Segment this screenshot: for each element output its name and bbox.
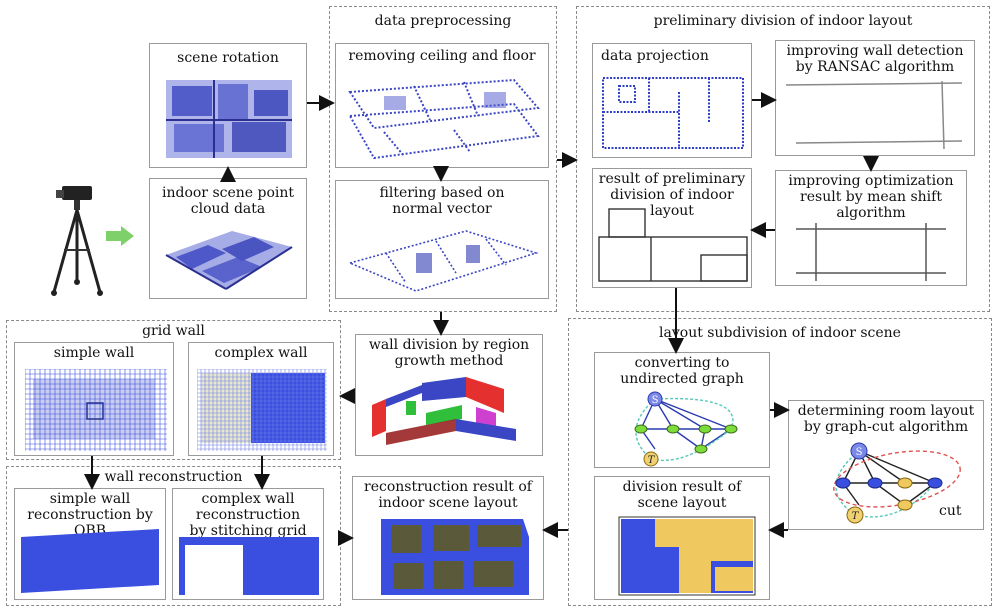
graph-cut-box: determining room layout by graph-cut alg…	[788, 400, 984, 530]
meanshift-lines-image	[796, 223, 946, 281]
rotated-point-cloud-image	[166, 80, 292, 158]
obb-reconstruction-box: simple wall reconstruction by OBB	[14, 488, 166, 600]
projection-image	[602, 77, 744, 149]
indoor-scene-label-1: indoor scene point	[161, 185, 295, 201]
converting-graph-box: converting to undirected graph S T	[594, 352, 770, 468]
filtered-cloud-image	[347, 230, 539, 292]
removing-ceiling-box: removing ceiling and floor	[335, 43, 549, 168]
data-projection-label: data projection	[601, 48, 709, 64]
scene-rotation-box: scene rotation	[149, 43, 307, 168]
cut-label: cut	[939, 503, 962, 519]
source-node-label-2: S	[856, 447, 863, 458]
ransac-label-1: improving wall detection	[786, 43, 964, 59]
division-label-1: division result of	[622, 479, 742, 495]
complex-wall-label: complex wall	[214, 345, 308, 361]
data-preprocessing-title: data preprocessing	[374, 13, 512, 29]
converting-label-1: converting to	[634, 355, 730, 371]
data-preprocessing-group: data preprocessing	[329, 6, 557, 312]
meanshift-label-2: result by mean shift	[800, 189, 942, 205]
simple-wall-grid-image	[25, 369, 167, 451]
data-projection-box: data projection	[592, 43, 752, 158]
wall-reconstruction-title: wall reconstruction	[104, 469, 243, 485]
recon-scene-image	[381, 519, 529, 595]
stitch-wall-image	[179, 537, 319, 595]
ransac-lines-image	[786, 81, 963, 150]
scene-rotation-label: scene rotation	[177, 50, 279, 66]
removing-ceiling-label: removing ceiling and floor	[348, 48, 536, 64]
region-growth-label-2: growth method	[394, 353, 504, 369]
scanner-tripod-icon	[51, 186, 103, 296]
prelim-result-label-2: division of indoor layout	[610, 187, 734, 219]
simple-wall-opening	[86, 402, 104, 420]
ceiling-removed-cloud-image	[348, 78, 540, 160]
region-growth-image	[372, 377, 516, 445]
meanshift-box: improving optimization result by mean sh…	[775, 170, 967, 286]
stitch-reconstruction-box: complex wall reconstruction by stitching…	[172, 488, 324, 600]
indoor-point-cloud-image	[165, 231, 293, 290]
indoor-scene-box: indoor scene point cloud data	[149, 178, 307, 299]
simple-wall-label: simple wall	[53, 345, 135, 361]
obb-wall-image	[21, 529, 159, 593]
recon-result-label-2: indoor scene layout	[378, 495, 518, 511]
filtering-label-1: filtering based on	[379, 185, 505, 201]
complex-wall-grid-image	[197, 369, 327, 451]
undirected-graph-image: S T	[634, 391, 738, 467]
prelim-result-box: result of preliminary division of indoor…	[592, 168, 752, 288]
filtering-box: filtering based on normal vector	[335, 180, 549, 299]
indoor-scene-label-2: cloud data	[190, 201, 266, 217]
graphcut-label-1: determining room layout	[797, 403, 975, 419]
graphcut-label-2: by graph-cut algorithm	[803, 419, 969, 435]
sink-node-label-2: T	[852, 511, 860, 522]
layout-subdivision-group: layout subdivision of indoor scene	[568, 318, 992, 606]
stitch-label-1: complex wall	[201, 491, 295, 507]
green-arrow-icon	[106, 226, 134, 246]
converting-label-2: undirected graph	[620, 371, 744, 387]
division-result-box: division result of scene layout	[594, 476, 770, 600]
stitch-label-2: reconstruction	[195, 507, 301, 523]
source-node-label: S	[652, 395, 659, 406]
region-growth-label-1: wall division by region	[368, 337, 530, 353]
complex-wall-solid	[251, 373, 325, 443]
sink-node-label: T	[648, 455, 656, 466]
simple-wall-box: simple wall	[14, 342, 174, 456]
ransac-label-2: by RANSAC algorithm	[795, 59, 955, 75]
region-growth-box: wall division by region growth method	[355, 334, 543, 456]
complex-wall-opening	[201, 373, 251, 443]
filtering-label-2: normal vector	[392, 201, 492, 217]
complex-wall-box: complex wall	[188, 342, 334, 456]
grid-wall-title: grid wall	[142, 323, 205, 339]
prelim-result-label-1: result of preliminary	[598, 171, 746, 187]
meanshift-label-1: improving optimization	[788, 173, 954, 189]
division-label-2: scene layout	[637, 495, 727, 511]
recon-result-label-1: reconstruction result of	[364, 479, 532, 495]
layout-subdivision-title: layout subdivision of indoor scene	[659, 325, 901, 341]
graph-cut-image: S T cut	[833, 442, 962, 524]
preliminary-division-title: preliminary division of indoor layout	[653, 13, 913, 29]
recon-result-box: reconstruction result of indoor scene la…	[352, 476, 544, 600]
division-layout-image	[618, 516, 756, 596]
stitch-label-3: by stitching grid	[189, 523, 307, 539]
obb-label-1: simple wall	[49, 491, 131, 507]
prelim-layout-image	[598, 208, 748, 282]
ransac-box: improving wall detection by RANSAC algor…	[775, 40, 975, 156]
meanshift-label-3: algorithm	[836, 205, 906, 221]
